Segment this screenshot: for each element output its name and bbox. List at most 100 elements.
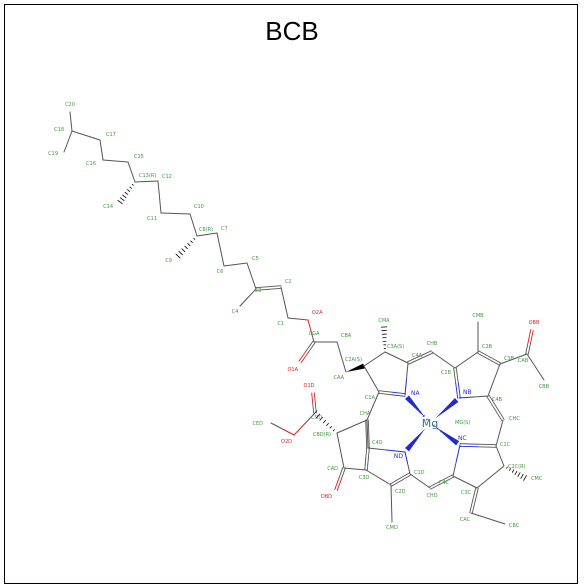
atom-label-c19: C19 [48,151,58,157]
bond-CBD-CAD [336,432,341,451]
bond-C1C-NC [459,445,479,448]
atom-label-c1b: C1B [441,370,452,376]
bond-C3-C2 [255,286,269,289]
hash-bond-C2C-CMC [514,470,518,475]
hash-bond-C13-C14 [127,189,131,192]
bond-O2A-CGA [310,330,315,343]
bond-C4B-CHC [486,396,495,410]
atom-label-obd: OBD [321,494,332,500]
bond-C18-C17 [85,135,101,141]
hash-bond-C2C-CMC [506,466,508,469]
atom-label-cga: CGA [309,331,320,337]
bond-CHA-CBD [336,426,353,434]
hash-bond-C2C-CMC [520,473,524,479]
wedge-bond-MG-NA [405,395,426,418]
bond-C1B-NB [455,367,459,384]
bond-CGD-O1D [314,402,317,414]
bond-CHD-C1D [409,473,421,482]
atom-label-cba: CBA [341,333,352,339]
molecule-title: BCB [265,16,319,46]
bond-C4A-CHB [407,355,420,363]
bond-CBA-CAA [341,356,347,373]
bond-C1A-NA [391,391,406,395]
bond-CAD-OBD [338,467,344,480]
bond-C4A-NA [404,378,407,396]
hash-MG-NA [422,415,425,417]
atom-label-nd: ND [394,453,403,460]
atom-label-c4c: C4C [439,480,450,486]
atom-label-c2b: C2B [482,344,493,350]
hash-MG-NC [444,432,446,436]
wedge-bond-MG-NC [435,426,460,446]
atom-label-ced: CED [252,421,263,427]
atom-label-c3d: C3D [359,475,370,481]
bond-C12-C11 [157,180,160,198]
bond-C3D-C4D [366,458,369,471]
bond-C4B-NB [473,395,489,398]
hash-MG-NC [440,430,443,433]
atom-label-c12: C12 [162,174,172,180]
hash-bond-C8-C9 [175,253,181,259]
atom-label-c1d: C1D [414,470,425,476]
bond-C8-C7 [206,232,218,235]
bond-C3C-CAC [469,499,474,514]
bond-C6-C5 [235,262,248,265]
bond-C15-C13 [131,171,136,183]
hash-bond-CBD-CGD [316,413,321,419]
bond-CGD-O2D [293,423,305,436]
atom-label-c4: C4 [232,309,239,315]
atom-label-c14: C14 [103,204,113,210]
atom-label-nc: NC [458,435,467,442]
bond-C4C-CHD [440,474,453,482]
bond-CAC-CBC [470,512,489,519]
bond-CGD-O2D [304,412,316,425]
bond-CAB-OBB [530,329,534,343]
bond-O2D-CED [282,428,295,436]
atom-label-o1a: O1A [287,367,298,373]
bond-C3C-CAC [474,487,479,502]
bond-CBA-CAA [336,341,342,358]
bond-C4C-NC [456,444,461,461]
bond-C3-C2 [267,285,282,288]
bond-C4B-CHC [488,394,498,408]
atom-label-cgd: CGD [311,415,322,421]
bond-C16-C15 [102,159,116,162]
atom-label-o2d: O2D [281,439,292,445]
bond-C1A-CHA [372,391,380,407]
bond-C4D-CHA [366,419,368,435]
bond-CBD-CAD [340,450,345,469]
bond-C11-C10 [160,212,176,214]
atom-label-c4b: C4B [492,397,503,403]
bond-CAB-OBB [527,341,532,355]
bond-layer [63,111,545,525]
bond-C2B-C3B [487,358,500,366]
atom-label-c3b: C3B [504,356,515,362]
atom-label-c2a: C2A(S) [345,357,362,363]
bond-C1C-C2C [495,445,501,457]
atom-label-cmd: CMD [386,525,398,531]
atom-label-c10: C10 [194,204,204,210]
atom-label-c4a: C4A [412,353,423,359]
bond-C2D-C3D [378,477,392,486]
bond-C4B-CHC [496,406,505,420]
hash-bond-C8-C9 [193,237,196,240]
atom-label-na: NA [411,390,420,397]
bond-C2D-CMD [390,484,392,504]
hash-bond-CBD-CGD [329,426,332,429]
bond-C3-C2 [268,287,282,290]
atom-label-c17: C17 [106,132,116,138]
bond-CGD-O1D [312,402,315,414]
bond-CHA-CBD [351,419,368,427]
atom-label-c16: C16 [86,161,96,167]
bond-C20-C18 [70,121,73,132]
bond-CAB-OBB [525,341,529,355]
hash-bond-C8-C9 [178,251,183,256]
bond-CAB-OBB [527,329,532,343]
atom-label-c2c: C2C(R) [508,464,526,470]
bond-CAD-OBD [340,467,346,480]
bond-C1D-C2D [391,480,402,487]
wedge-bond-MG-NB [435,398,459,419]
bond-C2B-C3B [489,356,502,364]
atom-label-o1d: O1D [304,383,315,389]
bond-CHA-C4D [367,419,370,435]
